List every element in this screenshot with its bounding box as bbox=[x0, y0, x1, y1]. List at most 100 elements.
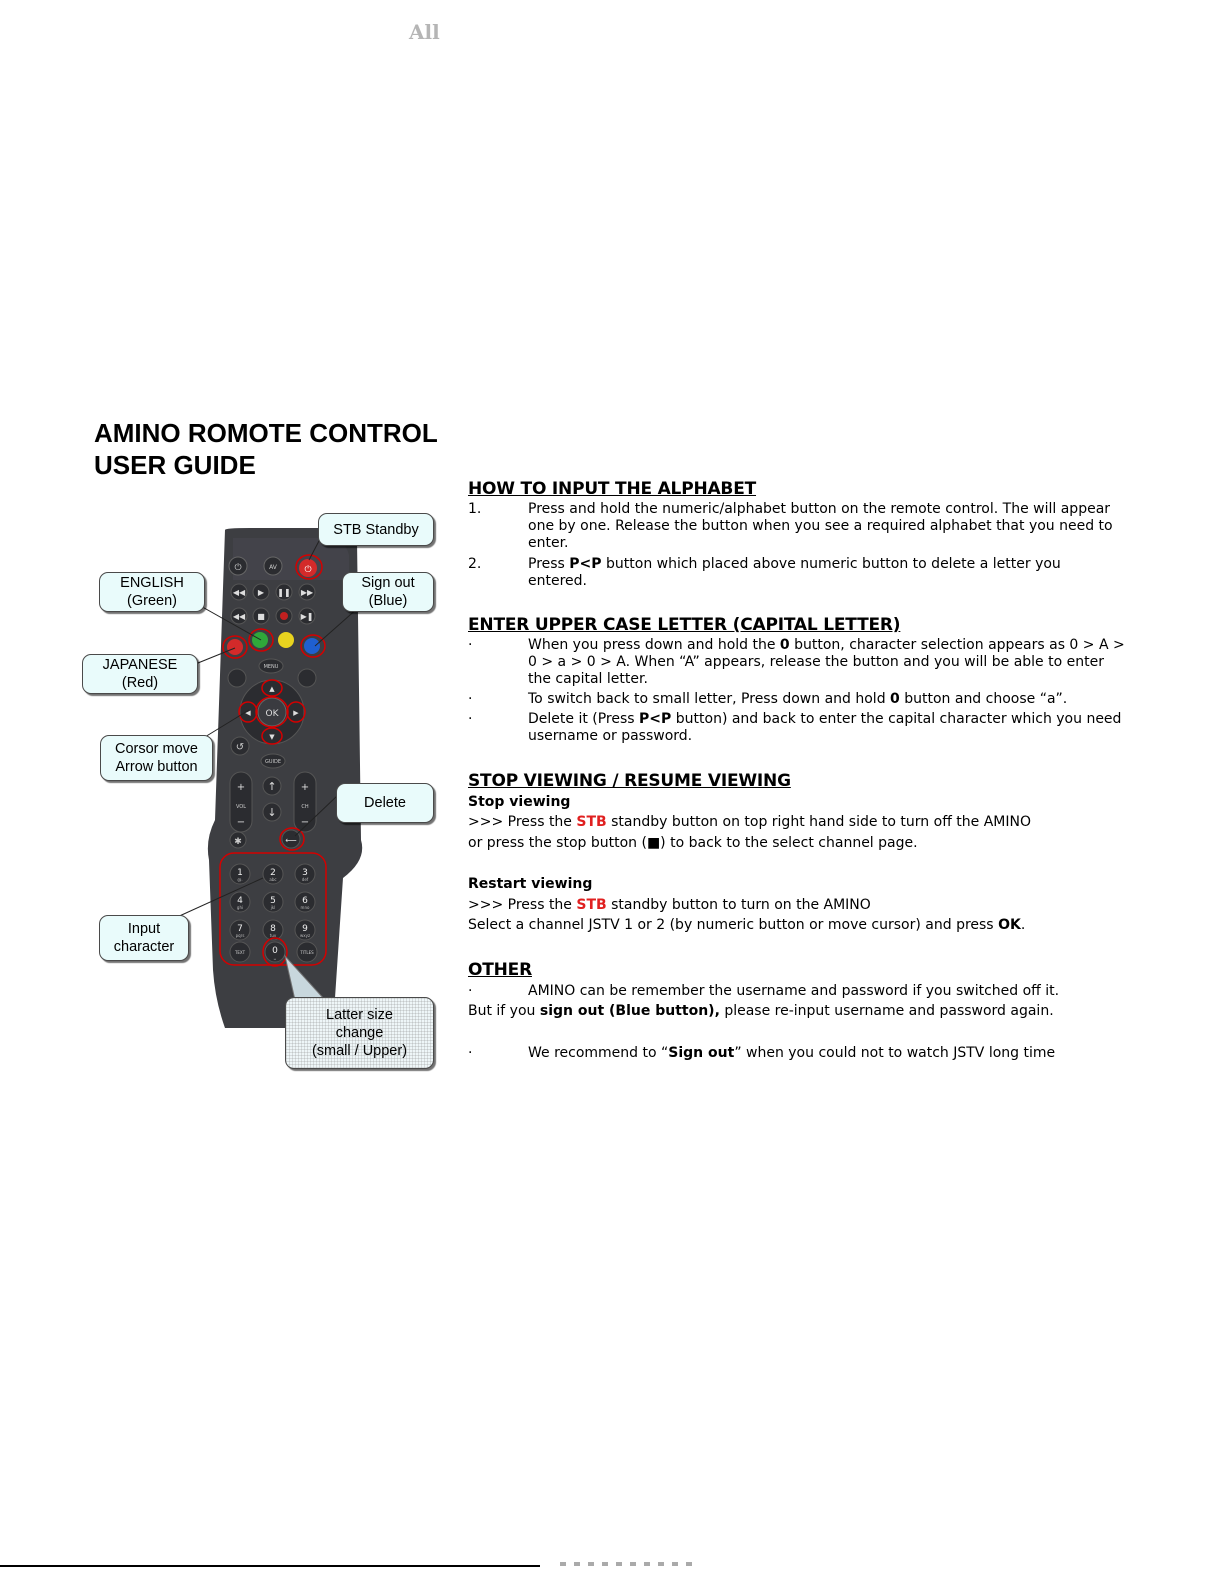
svg-text:▶: ▶ bbox=[293, 709, 299, 717]
list-item-text: button) and back to enter the capital ch… bbox=[528, 711, 1122, 744]
sign-out-highlight: sign out (Blue button), bbox=[539, 1003, 720, 1019]
keypad-key-number: 9 bbox=[302, 924, 308, 934]
list-marker: 1. bbox=[468, 501, 482, 517]
document-title-line-1: AMINO ROMOTE CONTROL bbox=[94, 418, 438, 448]
svg-text:⟵: ⟵ bbox=[285, 836, 297, 845]
keypad-key-letters: @. bbox=[237, 877, 242, 882]
heading-other: OTHER bbox=[468, 960, 532, 980]
stop-line-2: or press the stop button (■) to back to … bbox=[468, 835, 918, 851]
list-item-text: button which placed above numeric button… bbox=[528, 556, 1061, 589]
yellow-button bbox=[278, 632, 294, 648]
callout-cursor-move: Corsor move Arrow button bbox=[100, 735, 213, 781]
keypad-key-letters: tuv bbox=[270, 933, 277, 938]
svg-text:▶▶: ▶▶ bbox=[301, 588, 314, 597]
svg-text:▶❚: ▶❚ bbox=[301, 612, 314, 621]
svg-text:▲: ▲ bbox=[269, 685, 275, 693]
keypad-key-8 bbox=[262, 919, 284, 941]
remote-control-illustration: ⏻ AV ⏻ ◀◀▶❚❚▶▶ ◀◀■▶❚ MENU OK ▲▼◀▶ ↺ GUID… bbox=[174, 519, 368, 1028]
numeric-keypad: 1@.2abc3def4ghi5jkl6mno7pqrs8tuv9wxyz0␣T… bbox=[229, 863, 318, 963]
key-name: P<P bbox=[569, 556, 602, 572]
svg-text:◀: ◀ bbox=[245, 709, 251, 717]
callout-sign-out-line1: Sign out bbox=[361, 575, 415, 591]
svg-text:❚❚: ❚❚ bbox=[277, 588, 290, 597]
svg-text:+: + bbox=[237, 782, 245, 793]
blue-sign-out-button bbox=[304, 638, 320, 654]
list-item-text: Press bbox=[528, 556, 570, 572]
callout-cursor-line2: Arrow button bbox=[115, 759, 198, 775]
svg-text:−: − bbox=[237, 817, 245, 828]
keypad-key-letters: def bbox=[302, 877, 309, 882]
svg-text:■: ■ bbox=[257, 612, 265, 621]
key-name: 0 bbox=[890, 691, 900, 707]
svg-text:⏻: ⏻ bbox=[304, 564, 311, 575]
keypad-key-number: 4 bbox=[237, 896, 243, 906]
callout-japanese-line2: (Red) bbox=[121, 675, 159, 691]
keypad-key-letters: mno bbox=[301, 905, 310, 910]
av-label: AV bbox=[269, 564, 278, 571]
heading-input-alphabet: HOW TO INPUT THE ALPHABET bbox=[468, 479, 757, 499]
svg-text:◀◀: ◀◀ bbox=[233, 612, 246, 621]
svg-text:+: + bbox=[301, 782, 309, 793]
keypad-highlight bbox=[219, 852, 327, 966]
keypad-key-number: 1 bbox=[237, 868, 243, 878]
list-item: · AMINO can be remember the username and… bbox=[468, 983, 1128, 1000]
subheading-restart-viewing: Restart viewing bbox=[468, 876, 593, 892]
list-item: · To switch back to small letter, Press … bbox=[468, 691, 1128, 708]
list-item: · When you press down and hold the 0 but… bbox=[468, 637, 1128, 688]
callout-english: ENGLISH (Green) bbox=[99, 572, 205, 612]
delete-button bbox=[281, 829, 301, 849]
other-line-2: But if you sign out (Blue button), pleas… bbox=[468, 1003, 1054, 1019]
key-name: 0 bbox=[779, 637, 790, 653]
callout-latter-line3: (small / Upper) bbox=[311, 1043, 408, 1059]
callout-cursor-line1: Corsor move bbox=[115, 741, 198, 757]
bottom-rule bbox=[0, 1565, 540, 1567]
keypad-key-letters: abc bbox=[269, 877, 276, 882]
list-item-text: Delete it (Press bbox=[528, 711, 640, 727]
keypad-function-label: TITLES bbox=[299, 950, 314, 955]
vol-label: VOL bbox=[236, 804, 246, 810]
keypad-key-4 bbox=[229, 891, 251, 913]
svg-text:↑: ↑ bbox=[267, 780, 276, 793]
list-marker: · bbox=[468, 1045, 473, 1061]
stop-line-1: >>> Press the STB standby button on top … bbox=[468, 814, 1031, 830]
keypad-key-letters: ␣ bbox=[274, 955, 277, 960]
callout-input-character: Input character bbox=[99, 915, 189, 961]
callout-latter-size: Latter size change (small / Upper) bbox=[285, 997, 434, 1069]
keypad-function-key bbox=[296, 941, 318, 963]
keypad-key-number: 5 bbox=[270, 896, 276, 906]
svg-text:↺: ↺ bbox=[236, 742, 244, 753]
callout-delete: Delete bbox=[336, 783, 434, 823]
subheading-stop-viewing: Stop viewing bbox=[468, 794, 571, 810]
ch-label: CH bbox=[301, 804, 308, 810]
page-header-mark: All bbox=[409, 20, 440, 44]
list-item-text: button and choose “a”. bbox=[899, 691, 1068, 707]
callout-japanese: JAPANESE (Red) bbox=[82, 654, 198, 694]
list-item: 1. Press and hold the numeric/alphabet b… bbox=[468, 501, 1128, 552]
ok-button bbox=[257, 697, 287, 727]
svg-text:↓: ↓ bbox=[267, 806, 276, 819]
document-title-line-2: USER GUIDE bbox=[94, 450, 256, 480]
ok-highlight: OK bbox=[998, 917, 1021, 933]
list-item-text: Press and hold the numeric/alphabet butt… bbox=[528, 501, 1113, 551]
keypad-key-number: 0 bbox=[272, 946, 278, 956]
keypad-key-number: 2 bbox=[270, 868, 276, 878]
stb-highlight: STB bbox=[576, 814, 607, 830]
list-item-text: AMINO can be remember the username and p… bbox=[528, 983, 1060, 999]
av-button bbox=[263, 556, 283, 576]
callout-stb-standby: STB Standby bbox=[318, 513, 434, 546]
list-item: · We recommend to “Sign out” when you co… bbox=[468, 1045, 1056, 1061]
list-marker: · bbox=[468, 711, 473, 727]
red-japanese-button bbox=[227, 639, 243, 655]
ok-label: OK bbox=[266, 709, 280, 719]
keypad-key-1 bbox=[229, 863, 251, 885]
callout-sign-out-line2: (Blue) bbox=[368, 593, 408, 609]
guide-label: GUIDE bbox=[265, 759, 281, 765]
keypad-key-6 bbox=[294, 891, 316, 913]
callout-input-line2: character bbox=[113, 939, 175, 955]
keypad-key-7 bbox=[229, 919, 251, 941]
keypad-key-5 bbox=[262, 891, 284, 913]
callout-sign-out: Sign out (Blue) bbox=[342, 572, 434, 612]
svg-text:▶: ▶ bbox=[258, 588, 265, 597]
keypad-key-0 bbox=[264, 941, 286, 963]
keypad-key-letters: ghi bbox=[237, 905, 243, 910]
